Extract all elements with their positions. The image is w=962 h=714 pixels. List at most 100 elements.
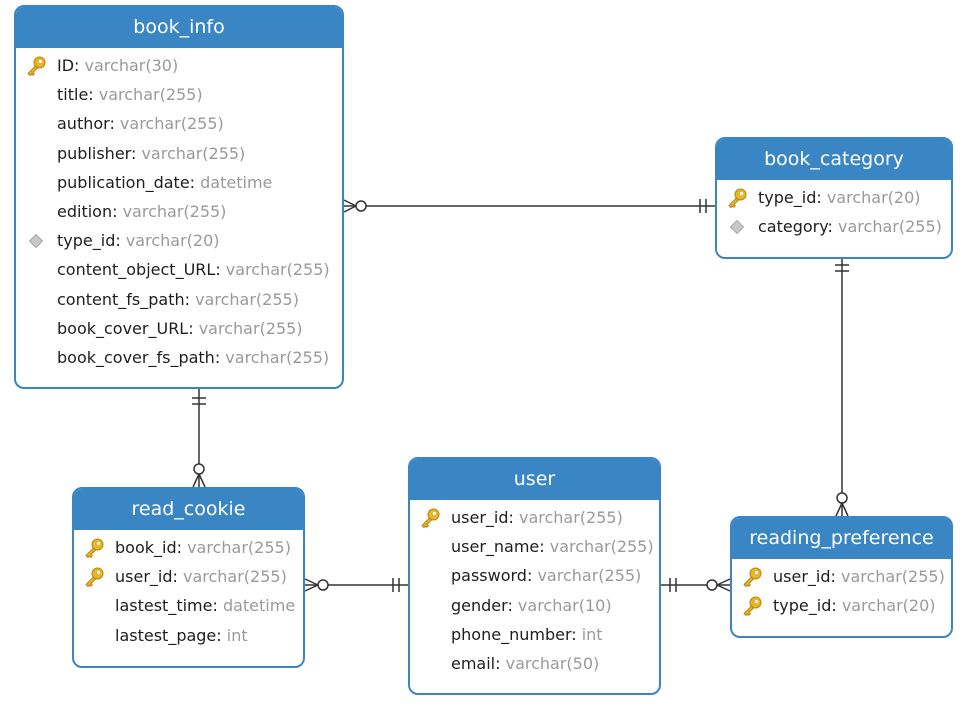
column-separator: : xyxy=(508,508,514,527)
column-name: user_id xyxy=(115,567,173,587)
column-type: datetime xyxy=(195,172,273,192)
column-name: type_id xyxy=(57,231,116,251)
column-separator: : xyxy=(130,143,137,163)
column-type: varchar(50) xyxy=(500,653,600,673)
column-name: book_id xyxy=(115,538,177,557)
column-separator: : xyxy=(115,231,121,251)
column-name: title xyxy=(57,85,89,105)
column-name: gender xyxy=(451,595,508,615)
column-name: category xyxy=(758,217,828,237)
column-row[interactable]: type_id: varchar(20) xyxy=(732,591,951,620)
column-separator: : xyxy=(215,260,221,280)
column-type: varchar(30) xyxy=(79,56,179,75)
column-separator: : xyxy=(495,653,501,673)
column-row[interactable]: book_id: varchar(255) xyxy=(74,533,303,562)
key-icon xyxy=(25,55,47,77)
column-separator: : xyxy=(188,318,194,338)
column-separator: : xyxy=(212,596,218,616)
column-type: varchar(255) xyxy=(193,318,303,338)
column-row[interactable]: author: varchar(255) xyxy=(16,109,342,138)
entity-book-info[interactable]: book_info ID: varchar(30)title: varchar(… xyxy=(14,5,344,389)
entity-book-category[interactable]: book_category type_id: varchar(20)catego… xyxy=(715,137,953,259)
column-separator: : xyxy=(827,217,833,237)
entity-reading-preference[interactable]: reading_preference user_id: varchar(255)… xyxy=(730,516,953,638)
column-row[interactable]: password: varchar(255) xyxy=(410,561,659,590)
column-separator: : xyxy=(830,567,836,586)
column-separator: : xyxy=(74,56,80,75)
entity-user[interactable]: user user_id: varchar(255)user_name: var… xyxy=(408,457,661,695)
column-type: datetime xyxy=(217,596,296,616)
entity-read-cookie[interactable]: read_cookie book_id: varchar(255)user_id… xyxy=(72,487,305,668)
column-name: password xyxy=(451,566,527,586)
column-row[interactable]: content_fs_path: varchar(255) xyxy=(16,285,342,314)
key-icon xyxy=(419,507,441,529)
column-name: lastest_page xyxy=(115,625,217,645)
column-separator: : xyxy=(214,347,221,367)
column-row[interactable]: email: varchar(50) xyxy=(410,649,659,678)
column-type: varchar(10) xyxy=(512,595,612,615)
column-separator: : xyxy=(184,289,190,309)
column-row[interactable]: book_cover_fs_path: varchar(255) xyxy=(16,343,342,372)
column-name: type_id xyxy=(758,188,817,207)
column-row[interactable]: title: varchar(255) xyxy=(16,80,342,109)
column-name: lastest_time xyxy=(115,596,213,616)
column-row[interactable]: gender: varchar(10) xyxy=(410,591,659,620)
column-row[interactable]: lastest_page: int xyxy=(74,621,303,650)
column-list: user_id: varchar(255)type_id: varchar(20… xyxy=(732,559,951,620)
column-type: int xyxy=(221,625,248,645)
column-row[interactable]: user_id: varchar(255) xyxy=(74,562,303,591)
entity-title: read_cookie xyxy=(74,489,303,530)
link-read-cookie-user xyxy=(304,578,408,592)
column-row[interactable]: content_object_URL: varchar(255) xyxy=(16,255,342,284)
column-name: edition xyxy=(57,201,113,221)
column-type: varchar(255) xyxy=(182,538,291,557)
column-name: user_id xyxy=(451,508,509,527)
entity-title: user xyxy=(410,459,659,500)
column-type: varchar(255) xyxy=(114,114,224,134)
column-name: email xyxy=(451,653,496,673)
column-name: book_cover_fs_path xyxy=(57,347,215,367)
column-row[interactable]: user_id: varchar(255) xyxy=(732,562,951,591)
column-separator: : xyxy=(526,566,533,586)
column-name: publication_date xyxy=(57,172,190,192)
column-separator: : xyxy=(216,625,222,645)
column-row[interactable]: ID: varchar(30) xyxy=(16,51,342,80)
column-type: varchar(255) xyxy=(136,143,246,163)
column-row[interactable]: book_cover_URL: varchar(255) xyxy=(16,314,342,343)
column-separator: : xyxy=(539,537,545,557)
column-row[interactable]: publication_date: datetime xyxy=(16,168,342,197)
column-type: varchar(255) xyxy=(532,566,642,586)
column-row[interactable]: type_id: varchar(20) xyxy=(717,183,951,212)
column-name: publisher xyxy=(57,143,131,163)
column-separator: : xyxy=(816,188,822,207)
column-row[interactable]: user_id: varchar(255) xyxy=(410,503,659,532)
column-row[interactable]: type_id: varchar(20) xyxy=(16,226,342,255)
column-type: varchar(255) xyxy=(220,260,330,280)
entity-title: reading_preference xyxy=(732,518,951,559)
column-row[interactable]: publisher: varchar(255) xyxy=(16,139,342,168)
column-name: user_id xyxy=(773,567,831,586)
column-name: author xyxy=(57,114,110,134)
column-name: ID xyxy=(57,56,75,75)
column-name: content_fs_path xyxy=(57,289,185,309)
column-row[interactable]: edition: varchar(255) xyxy=(16,197,342,226)
index-diamond-icon xyxy=(25,230,47,252)
column-type: varchar(20) xyxy=(120,231,220,251)
key-icon xyxy=(741,595,763,617)
column-type: varchar(255) xyxy=(190,289,299,309)
column-type: varchar(255) xyxy=(835,567,945,586)
column-type: varchar(255) xyxy=(220,347,330,367)
column-row[interactable]: phone_number: int xyxy=(410,620,659,649)
column-row[interactable]: category: varchar(255) xyxy=(717,212,951,241)
column-name: user_name xyxy=(451,537,540,557)
column-name: book_cover_URL xyxy=(57,318,189,338)
column-separator: : xyxy=(831,596,837,616)
column-name: phone_number xyxy=(451,624,572,644)
link-user-reading-preference xyxy=(661,578,731,592)
entity-title: book_info xyxy=(16,7,342,48)
key-icon xyxy=(726,187,748,209)
column-row[interactable]: user_name: varchar(255) xyxy=(410,532,659,561)
index-diamond-icon xyxy=(726,216,748,238)
column-row[interactable]: lastest_time: datetime xyxy=(74,591,303,620)
column-name: content_object_URL xyxy=(57,260,216,280)
